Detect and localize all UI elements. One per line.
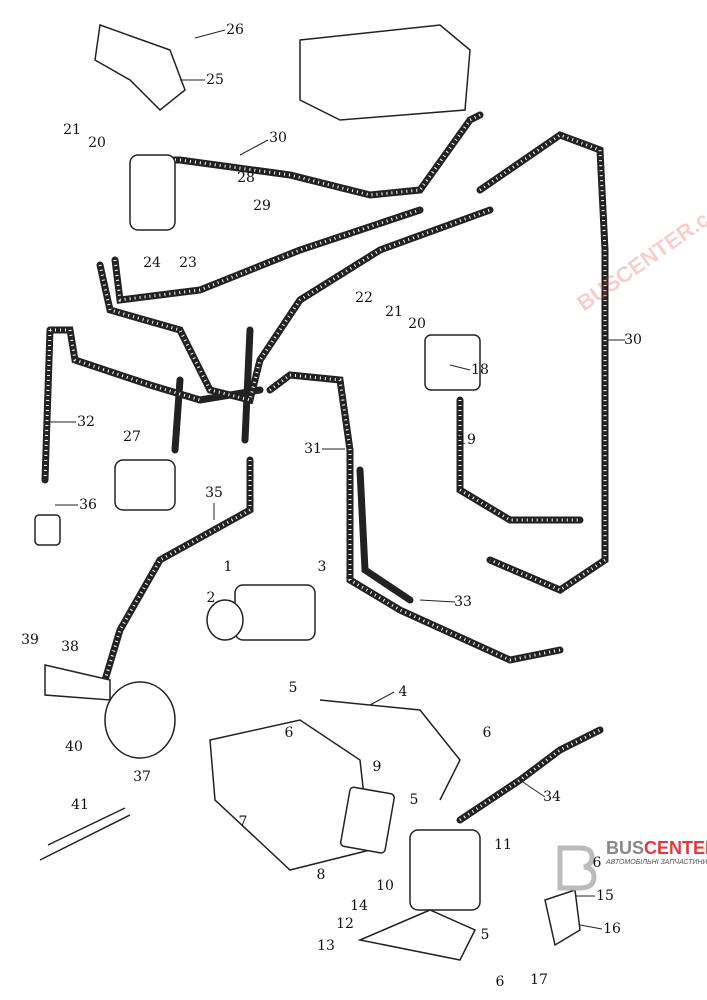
callout-1: 1 — [223, 559, 233, 575]
components — [34, 23, 581, 961]
callout-28: 28 — [237, 170, 255, 186]
callout-7: 7 — [238, 814, 248, 830]
callout-25: 25 — [206, 72, 224, 88]
egr-valve-1 — [234, 584, 316, 641]
callout-32: 32 — [77, 414, 95, 430]
bracket-38 — [44, 664, 111, 701]
callout-16: 16 — [603, 921, 621, 937]
callout-6: 6 — [482, 725, 492, 741]
callout-2: 2 — [206, 590, 216, 606]
callout-24: 24 — [143, 255, 161, 271]
hose-30-right — [476, 131, 609, 594]
callout-31: 31 — [304, 441, 322, 457]
callout-8: 8 — [316, 867, 326, 883]
callout-5: 5 — [288, 680, 298, 696]
logo-letter-b-mark — [557, 845, 597, 891]
callout-19: 19 — [458, 432, 476, 448]
logo-part1: BUS — [606, 838, 645, 858]
logo-name: BUSCENTER — [606, 838, 707, 858]
logo-part2: CENTER — [644, 838, 707, 858]
callout-35: 35 — [205, 485, 223, 501]
logo-subtitle: АВТОМОБІЛЬНІ ЗАПЧАСТИНИ — [606, 859, 707, 866]
valve-24 — [129, 154, 176, 231]
callout-6: 6 — [284, 725, 294, 741]
valve-10 — [409, 829, 481, 911]
callout-4: 4 — [398, 684, 408, 700]
callout-10: 10 — [376, 878, 394, 894]
callout-3: 3 — [317, 559, 327, 575]
gasket-9 — [340, 786, 395, 854]
callout-33: 33 — [454, 594, 472, 610]
buscenter-logo: BUSCENTER АВТОМОБІЛЬНІ ЗАПЧАСТИНИ — [606, 838, 707, 867]
air-filter-box — [299, 24, 471, 121]
valve-18 — [424, 334, 481, 391]
gasket-2 — [206, 599, 244, 641]
hose-31b — [356, 466, 414, 604]
filter-36 — [34, 514, 61, 546]
hose-30-top — [146, 111, 484, 199]
callout-30: 30 — [624, 332, 642, 348]
callout-18: 18 — [471, 362, 489, 378]
callout-40: 40 — [65, 739, 83, 755]
callout-29: 29 — [253, 198, 271, 214]
callout-21: 21 — [63, 122, 81, 138]
callout-13: 13 — [317, 938, 335, 954]
callout-5: 5 — [409, 792, 419, 808]
callout-34: 34 — [543, 789, 561, 805]
callout-20: 20 — [88, 135, 106, 151]
callout-39: 39 — [21, 632, 39, 648]
bracket-15 — [544, 888, 581, 947]
callout-30: 30 — [269, 130, 287, 146]
callout-20: 20 — [408, 316, 426, 332]
leader-lines — [50, 29, 625, 930]
callout-26: 26 — [226, 22, 244, 38]
callout-15: 15 — [596, 888, 614, 904]
callout-38: 38 — [61, 639, 79, 655]
callout-21: 21 — [385, 304, 403, 320]
pipe-13 — [357, 909, 477, 961]
callout-22: 22 — [355, 290, 373, 306]
callout-27: 27 — [123, 429, 141, 445]
callout-36: 36 — [79, 497, 97, 513]
tool-41 — [39, 807, 131, 861]
callout-12: 12 — [336, 916, 354, 932]
callout-9: 9 — [372, 759, 382, 775]
hose-misc — [171, 326, 264, 454]
callout-6: 6 — [592, 855, 602, 871]
hose-center — [456, 396, 584, 524]
callout-41: 41 — [71, 797, 89, 813]
callout-5: 5 — [480, 927, 490, 943]
bracket-25 — [94, 23, 186, 112]
hose-texture — [43, 113, 607, 822]
callout-11: 11 — [494, 837, 512, 853]
callout-17: 17 — [530, 972, 548, 988]
valve-27 — [114, 459, 176, 511]
callout-14: 14 — [350, 898, 368, 914]
hose-34 — [456, 726, 604, 824]
vacuum-unit-37 — [104, 681, 176, 759]
callout-23: 23 — [179, 255, 197, 271]
callout-6: 6 — [495, 974, 505, 990]
callout-37: 37 — [133, 769, 151, 785]
